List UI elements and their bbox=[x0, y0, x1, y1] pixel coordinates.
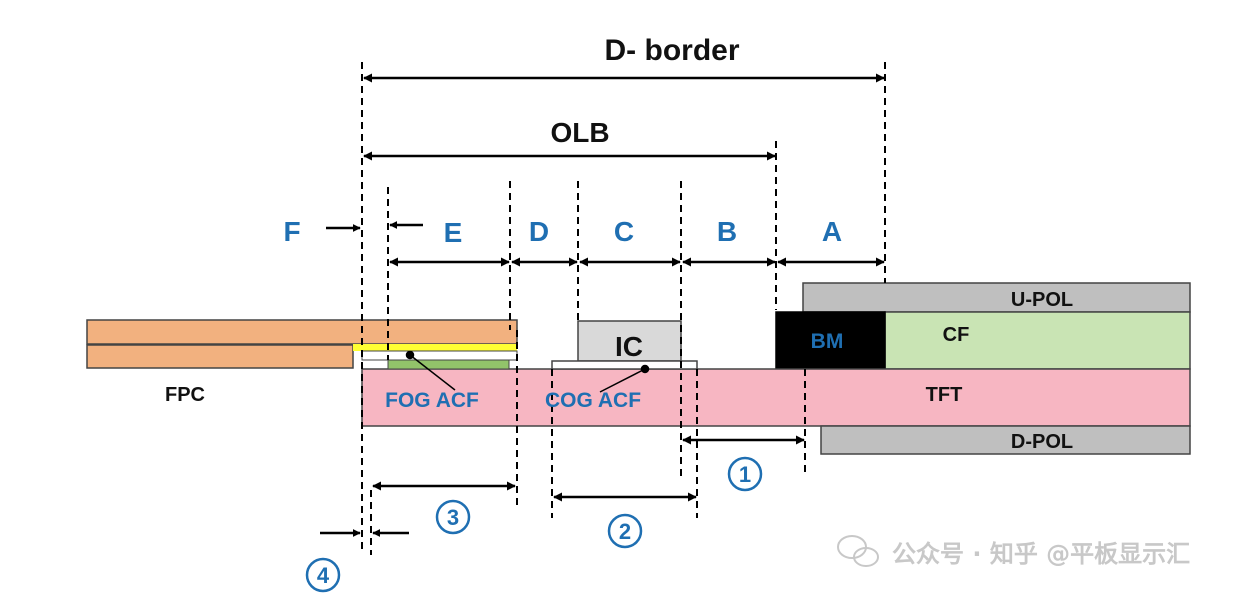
zone-c-label: C bbox=[614, 216, 634, 247]
wechat-icon bbox=[837, 535, 879, 567]
dim-4-circle bbox=[305, 557, 341, 593]
bm-layer bbox=[775, 311, 886, 370]
dim-2-label: 2 bbox=[619, 519, 631, 544]
dim-1-circle bbox=[727, 456, 763, 492]
d-pol-layer bbox=[820, 425, 1191, 455]
fog-acf-layer bbox=[387, 359, 510, 370]
dim-3-circle bbox=[435, 499, 471, 535]
fpc-white-strip bbox=[361, 350, 518, 361]
cog-acf-pointer-dot bbox=[640, 364, 650, 374]
dim-3-label: 3 bbox=[447, 505, 459, 530]
fpc-lower-layer bbox=[86, 344, 354, 369]
zone-d-label: D bbox=[529, 216, 549, 247]
dim-1-marker: 1 bbox=[727, 456, 763, 492]
zone-a-label: A bbox=[822, 216, 842, 247]
bm-label: BM bbox=[811, 330, 844, 353]
fog-acf-pointer-dot bbox=[405, 350, 415, 360]
u-pol-label: U-POL bbox=[1011, 289, 1073, 311]
tft-layer bbox=[361, 368, 1191, 427]
zone-f-label: F bbox=[283, 216, 300, 247]
dashed-guides bbox=[361, 62, 886, 555]
u-pol-layer bbox=[802, 282, 1191, 313]
d-border-label: D- border bbox=[605, 34, 740, 67]
watermark-text: 公众号 · 知乎 @平板显示汇 bbox=[892, 540, 1190, 568]
cf-label: CF bbox=[943, 324, 970, 346]
dim-4-label: 4 bbox=[317, 563, 330, 588]
ic-label: IC bbox=[615, 331, 643, 362]
zone-e-label: E bbox=[444, 217, 463, 248]
fog-acf-pointer bbox=[409, 354, 456, 391]
olb-label: OLB bbox=[550, 117, 609, 148]
dim-2-marker: 2 bbox=[607, 513, 643, 549]
fog-acf-label: FOG ACF bbox=[385, 389, 479, 412]
zone-b-label: B bbox=[717, 216, 737, 247]
d-pol-label: D-POL bbox=[1011, 431, 1073, 453]
fpc-yellow-strip bbox=[353, 344, 517, 351]
fpc-upper-layer bbox=[86, 319, 518, 345]
cog-acf-pointer bbox=[599, 368, 646, 393]
cog-acf-layer bbox=[551, 360, 698, 370]
dim-3-marker: 3 bbox=[435, 499, 471, 535]
watermark: 公众号 · 知乎 @平板显示汇 bbox=[837, 535, 1190, 568]
dim-4-marker: 4 bbox=[305, 557, 341, 593]
cog-acf-label: COG ACF bbox=[545, 389, 641, 412]
fpc-label: FPC bbox=[165, 384, 205, 406]
ic-chip bbox=[577, 320, 682, 362]
dim-1-label: 1 bbox=[739, 462, 751, 487]
dim-2-circle bbox=[607, 513, 643, 549]
tft-label: TFT bbox=[926, 384, 963, 406]
cf-layer bbox=[884, 311, 1191, 370]
